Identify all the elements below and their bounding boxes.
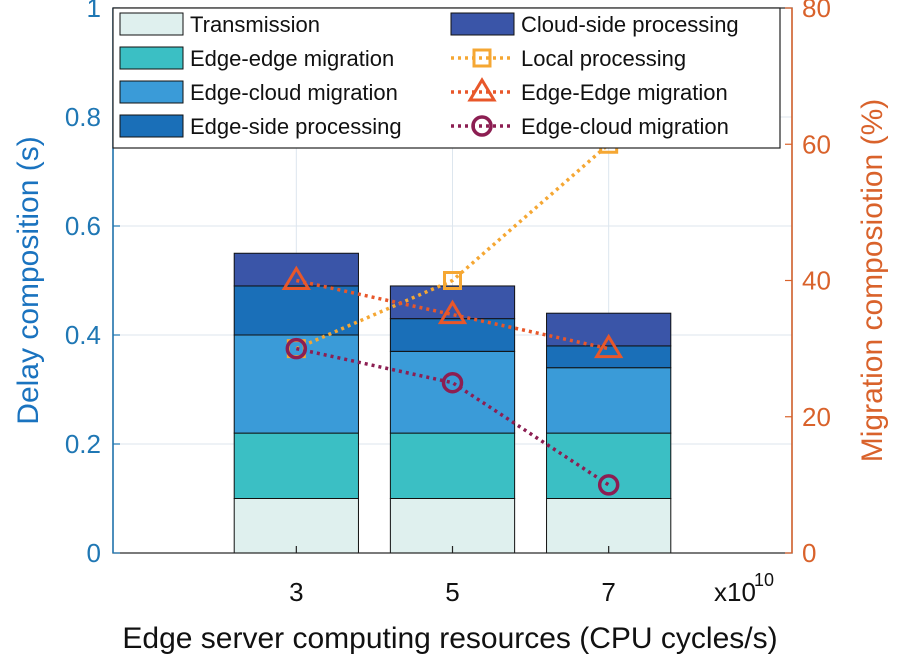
legend-marker <box>467 77 497 102</box>
y-axis-right-title: Migration composiotion (%) <box>856 99 889 462</box>
stacked-bars <box>233 252 672 554</box>
legend-swatch <box>119 114 184 138</box>
line-series <box>295 278 610 351</box>
y-left-tick-label: 1 <box>87 0 101 23</box>
y-left-tick-label: 0.4 <box>65 320 101 350</box>
line-series <box>295 142 610 351</box>
bar-segment <box>546 367 672 434</box>
legend-swatch <box>119 12 184 36</box>
line-point <box>281 265 311 290</box>
y-left-tick-label: 0.8 <box>65 102 101 132</box>
line-point <box>441 371 464 394</box>
y-right-tick-label: 0 <box>802 538 816 568</box>
bar-segment <box>389 318 516 352</box>
y-right-tick-label: 40 <box>802 266 831 296</box>
bar-segment <box>233 432 359 500</box>
x-multiplier-exponent: 10 <box>754 570 774 590</box>
x-tick-label: 7 <box>601 577 615 607</box>
y-axis-left-title: Delay composition (s) <box>12 136 45 424</box>
legend-label: Transmission <box>190 12 320 37</box>
legend-label: Cloud-side processing <box>521 12 739 37</box>
line-point <box>443 271 462 290</box>
x-axis-multiplier: x10 10 <box>714 570 774 607</box>
y-right-tick-label: 80 <box>802 0 831 23</box>
bar-segment <box>389 285 516 320</box>
line-point <box>597 474 620 496</box>
bar-segment <box>233 498 359 554</box>
y-right-tick-label: 20 <box>802 402 831 432</box>
y-left-tick-label: 0.2 <box>65 429 101 459</box>
legend-label: Edge-cloud migration <box>190 80 398 105</box>
x-tick-label: 5 <box>445 577 459 607</box>
legend-marker <box>471 115 493 137</box>
bar-segment <box>233 285 359 336</box>
line-point <box>285 337 308 360</box>
legend-label: Local processing <box>521 46 686 71</box>
legend-swatch <box>119 46 184 70</box>
x-multiplier-base: x10 <box>714 577 756 607</box>
bar-segment <box>389 498 516 554</box>
bar-segment <box>546 498 672 554</box>
line-point <box>594 333 624 359</box>
legend-label: Edge-cloud migration <box>521 114 729 139</box>
y-left-tick-label: 0 <box>87 538 101 568</box>
bar-segment <box>546 432 672 500</box>
legend-swatch <box>119 80 184 104</box>
bar-segment <box>233 334 359 434</box>
line-point <box>437 299 468 325</box>
legend-box <box>112 7 781 149</box>
y-right-tick-label: 60 <box>802 129 831 159</box>
legend-label: Edge-Edge migration <box>521 80 728 105</box>
x-tick-label: 3 <box>289 577 303 607</box>
legend-swatch <box>450 12 515 36</box>
x-axis-title: Edge server computing resources (CPU cyc… <box>122 622 777 655</box>
y-left-tick-label: 0.6 <box>65 211 101 241</box>
legend-label: Edge-side processing <box>190 114 402 139</box>
legend-marker <box>472 48 492 68</box>
legend-label: Edge-edge migration <box>190 46 394 71</box>
bar-segment <box>389 432 516 500</box>
bar-segment <box>546 312 672 347</box>
